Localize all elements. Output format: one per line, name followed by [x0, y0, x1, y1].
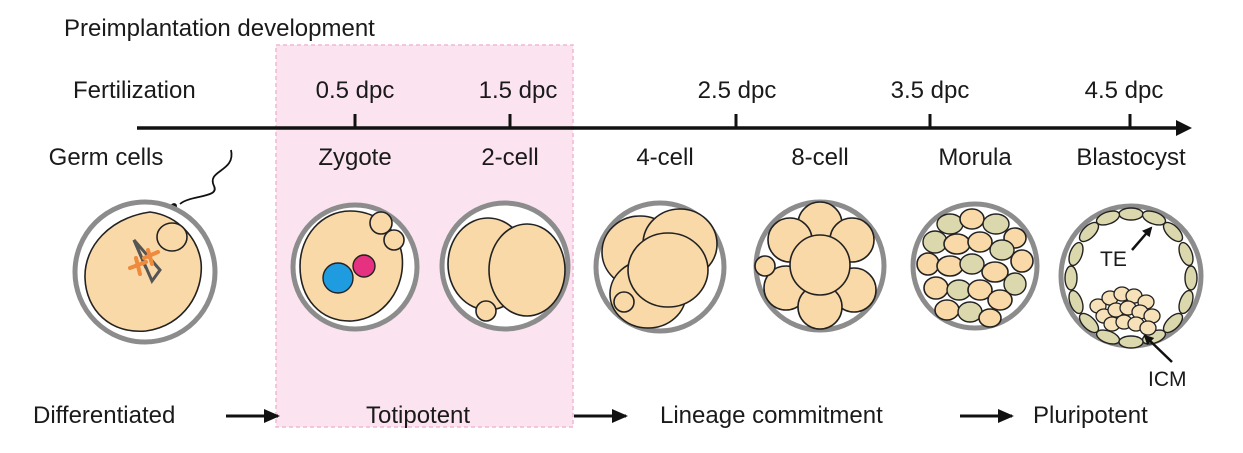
- tick-label-4: 4.5 dpc: [1085, 77, 1164, 104]
- potency-differentiated: Differentiated: [33, 402, 175, 429]
- timeline-arrowhead: [1176, 120, 1192, 136]
- female-pronucleus: [352, 254, 376, 278]
- morula-cells: [916, 208, 1034, 328]
- tick-label-2: 2.5 dpc: [698, 77, 777, 104]
- stage-label-2-cell: 2-cell: [481, 144, 538, 171]
- timeline-start-label: Fertilization: [73, 77, 196, 104]
- stage-label-8-cell: 8-cell: [791, 144, 848, 171]
- four-cell-illustration: [593, 200, 727, 334]
- trophectoderm-cells: [1064, 207, 1198, 349]
- sperm-tail: [179, 149, 233, 205]
- te-pointer-arrow: [1131, 226, 1153, 251]
- stage-label-4-cell: 4-cell: [636, 144, 693, 171]
- icm-pointer-arrow: [1143, 334, 1173, 363]
- stage-label-morula: Morula: [938, 144, 1012, 171]
- two-cell-illustration: [439, 200, 571, 332]
- polar-body: [156, 222, 188, 252]
- four-cell-blastomere-4: [627, 232, 709, 308]
- potency-totipotent: Totipotent: [366, 402, 470, 429]
- germ-cells-illustration: [72, 149, 233, 345]
- stage-label-blastocyst: Blastocyst: [1076, 144, 1186, 171]
- potency-pluripotent: Pluripotent: [1033, 402, 1148, 429]
- icm-label: ICM: [1148, 368, 1187, 391]
- eight-cell-blastomere-7: [789, 234, 851, 296]
- potency-progression: Differentiated Totipotent Lineage commit…: [33, 402, 1148, 429]
- stage-label-germ-cells: Germ cells: [49, 144, 164, 171]
- inner-cell-mass: [1089, 286, 1161, 336]
- morula-illustration: [910, 201, 1040, 331]
- two-cell-polar-body: [475, 300, 497, 322]
- blastocyst-illustration: TE ICM: [1058, 203, 1204, 391]
- tick-label-1: 1.5 dpc: [479, 77, 558, 104]
- four-cell-polar-body: [613, 291, 635, 313]
- zygote-polar-body-1: [369, 211, 393, 235]
- potency-lineage-commitment: Lineage commitment: [660, 402, 883, 429]
- stage-label-zygote: Zygote: [318, 144, 391, 171]
- chromosome-marks: [128, 248, 160, 276]
- eight-cell-polar-body: [754, 255, 776, 277]
- te-label: TE: [1100, 248, 1127, 271]
- zygote-illustration: [290, 202, 420, 332]
- eight-cell-illustration: [753, 199, 887, 333]
- two-cell-blastomere-2: [488, 223, 566, 317]
- diagram-title: Preimplantation development: [64, 15, 375, 42]
- tick-label-3: 3.5 dpc: [891, 77, 970, 104]
- zygote-polar-body-2: [383, 229, 405, 251]
- timeline: Fertilization 0.5 dpc 1.5 dpc 2.5 dpc 3.…: [73, 77, 1192, 136]
- tick-label-0: 0.5 dpc: [316, 77, 395, 104]
- male-pronucleus: [322, 262, 354, 294]
